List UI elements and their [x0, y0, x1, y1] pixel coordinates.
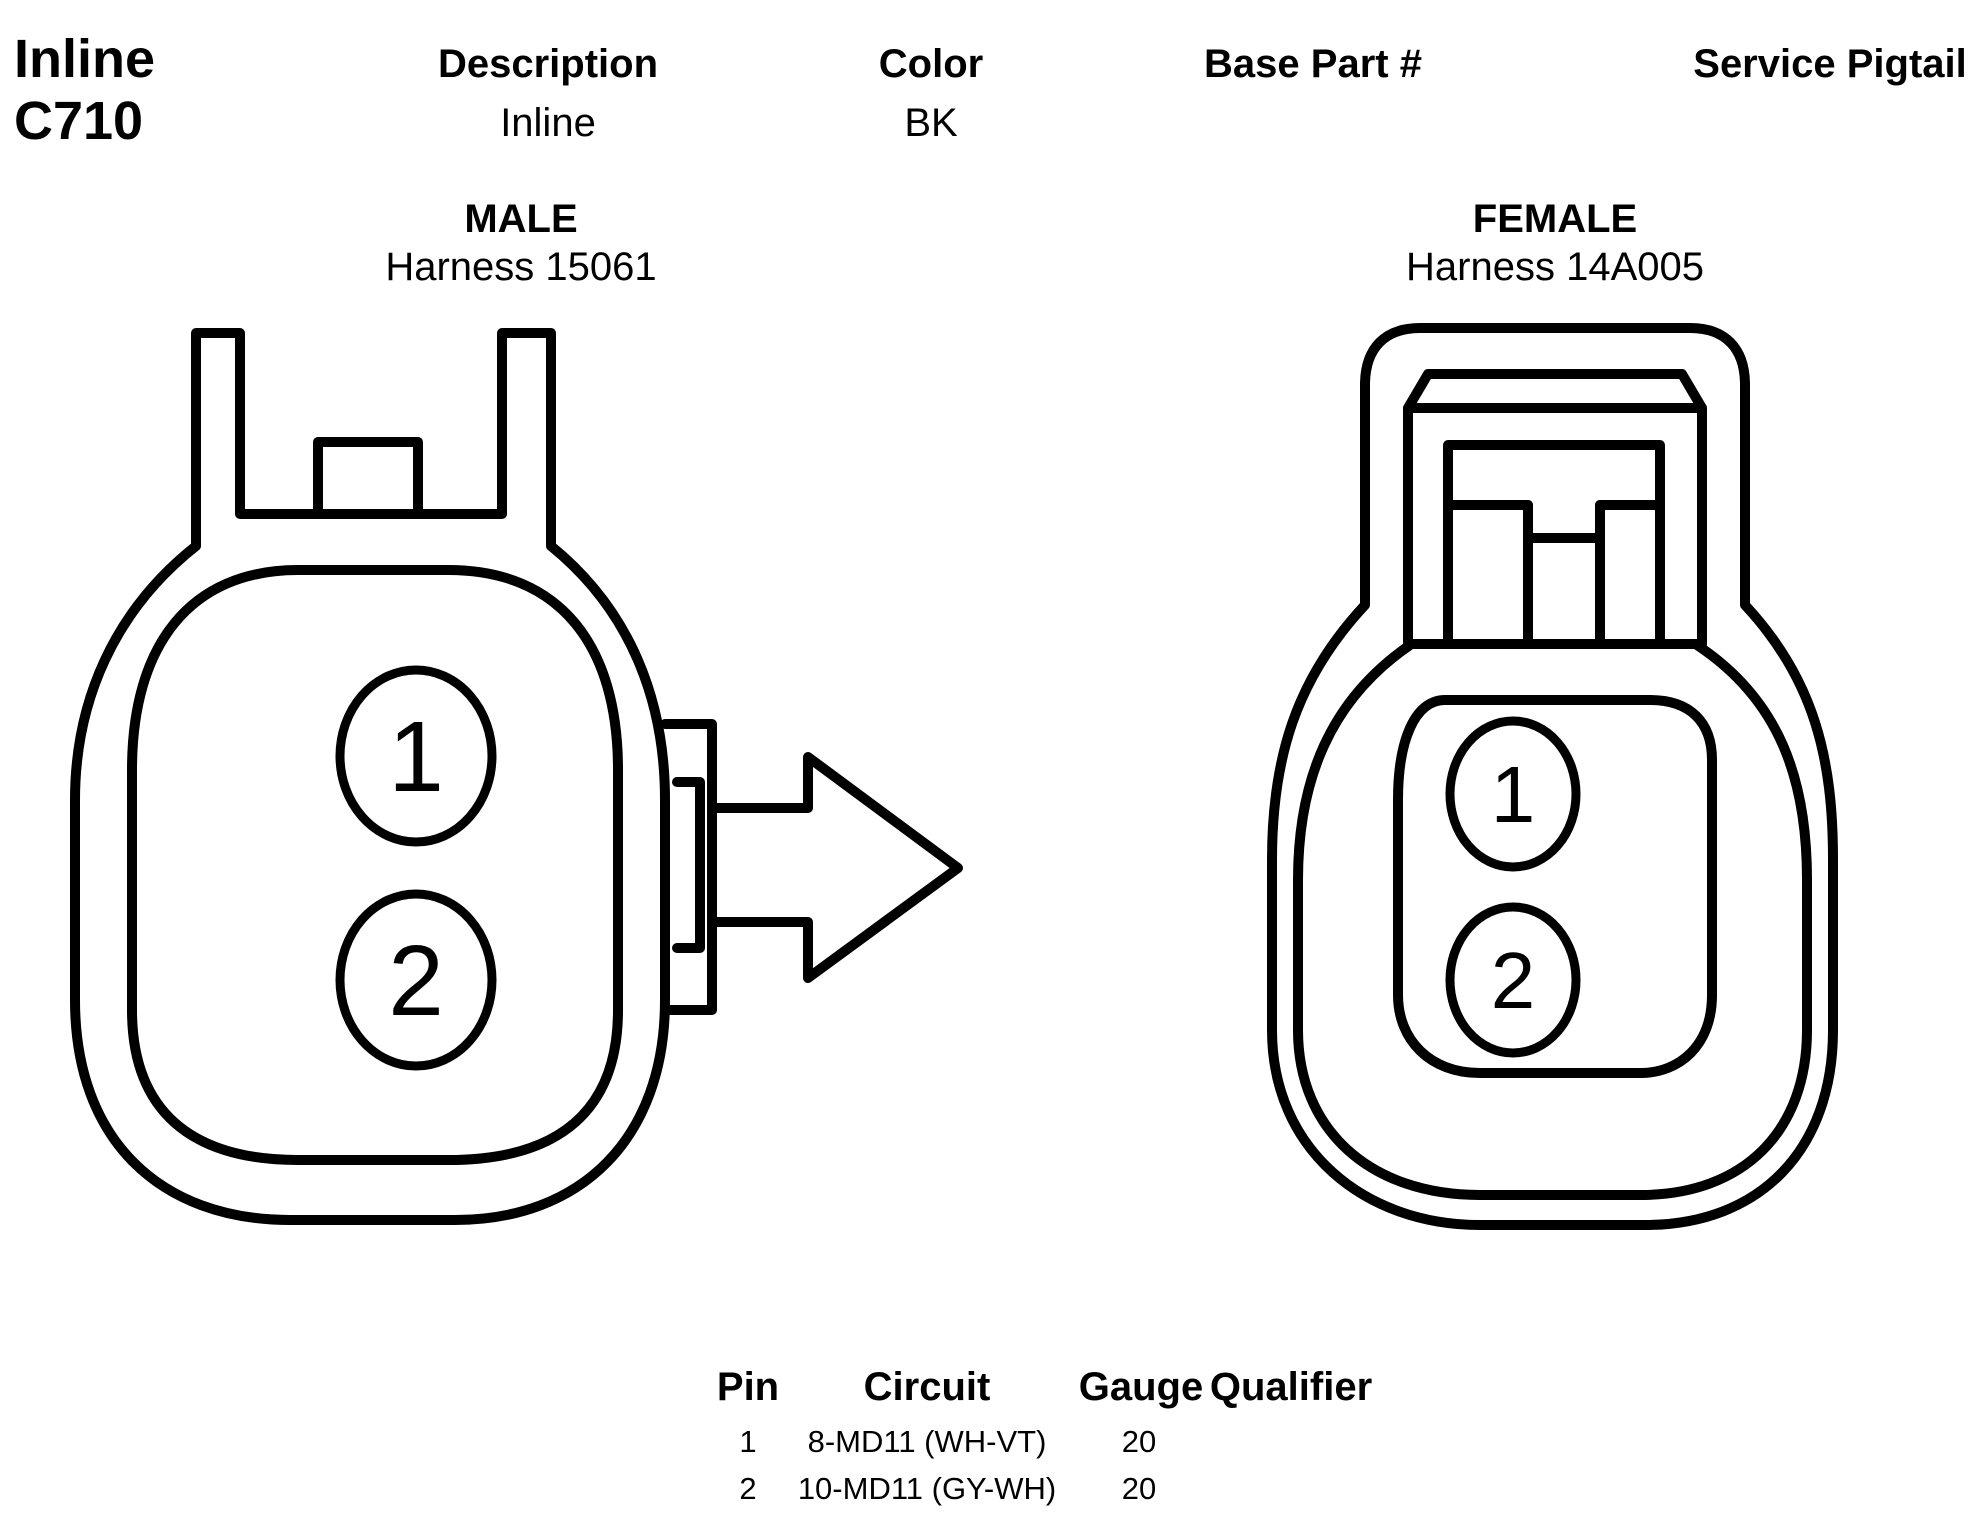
qualifier-column-header: Qualifier — [1209, 1365, 1373, 1409]
female-pin-2-label: 2 — [1491, 936, 1536, 1025]
female-pin-1-label: 1 — [1491, 750, 1536, 839]
row-2-pin: 2 — [739, 1471, 757, 1506]
row-1-gauge: 20 — [1121, 1424, 1157, 1459]
male-inner-cavity — [127, 565, 623, 1165]
circuit-column-header: Circuit — [863, 1365, 991, 1409]
male-side-lock-inner — [672, 777, 705, 953]
male-center-tab — [313, 437, 423, 519]
row-2-circuit: 10-MD11 (GY-WH) — [797, 1471, 1057, 1506]
female-latch-inner — [1443, 440, 1665, 649]
connector-id: C710 — [14, 91, 144, 151]
connector-title: Inline C710 — [14, 28, 155, 152]
base-part-header: Base Part # — [1204, 42, 1422, 86]
color-header: Color — [878, 42, 984, 86]
female-pin-1-circle — [1445, 716, 1581, 872]
female-inner-shell — [1293, 640, 1812, 1200]
row-2-gauge: 20 — [1121, 1471, 1157, 1506]
male-side-lock — [660, 719, 717, 1015]
male-harness: Harness 15061 — [385, 245, 657, 289]
pin-column-header: Pin — [716, 1365, 780, 1409]
female-pin-cavity — [1393, 695, 1717, 1078]
row-1-pin: 1 — [739, 1424, 757, 1459]
gauge-column-header: Gauge — [1078, 1365, 1204, 1409]
color-value: BK — [904, 101, 958, 145]
service-pigtail-header: Service Pigtail — [1693, 42, 1967, 86]
female-latch-housing — [1403, 403, 1707, 649]
row-1-circuit: 8-MD11 (WH-VT) — [807, 1424, 1047, 1459]
description-value: Inline — [500, 101, 596, 145]
male-connector — [70, 328, 963, 1225]
female-pin-2-circle — [1445, 902, 1581, 1058]
female-harness: Harness 14A005 — [1406, 245, 1704, 289]
mating-arrow-icon — [707, 752, 963, 983]
male-pin-1-label: 1 — [388, 701, 444, 813]
female-latch-slot — [1443, 500, 1665, 649]
female-label: FEMALE — [1472, 197, 1638, 241]
female-latch-top — [1403, 369, 1707, 413]
male-pin-1-circle — [335, 665, 497, 847]
female-connector — [1267, 323, 1838, 1230]
male-outer-shell — [70, 328, 670, 1225]
female-outer-shell — [1267, 323, 1838, 1230]
description-header: Description — [437, 42, 659, 86]
connector-type: Inline — [14, 29, 156, 89]
female-latch-notch — [1523, 500, 1605, 543]
male-pin-2-circle — [335, 889, 497, 1071]
male-pin-2-label: 2 — [388, 925, 444, 1037]
male-label: MALE — [464, 197, 578, 241]
